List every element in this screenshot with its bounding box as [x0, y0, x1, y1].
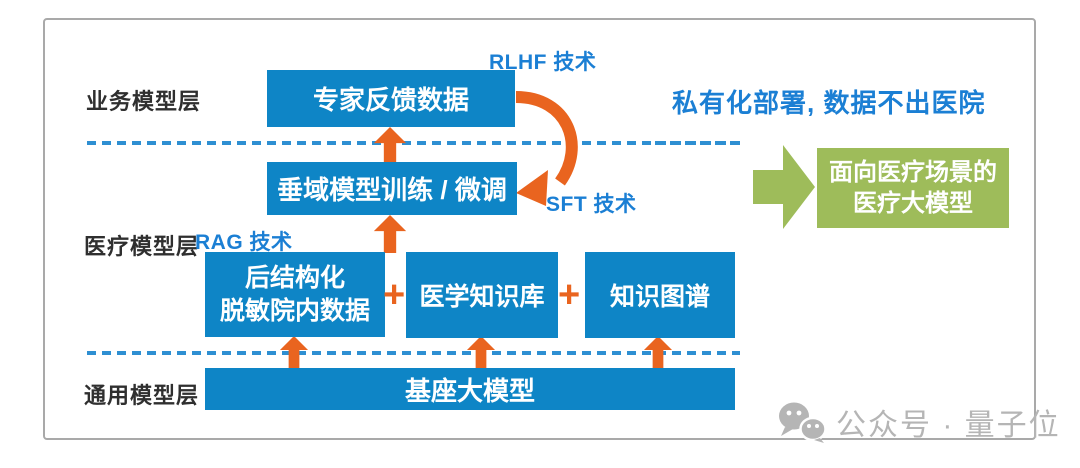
layer-label-medical: 医疗模型层 [84, 234, 200, 259]
green-right-arrow-icon [753, 145, 815, 229]
up-arrow-icon [466, 336, 496, 369]
watermark: 公众号 · 量子位 [778, 400, 1061, 444]
sft-label: SFT 技术 [546, 193, 637, 216]
plus-operator-1: + [383, 274, 406, 316]
up-arrow-icon [373, 127, 407, 165]
box-desensitized-hospital-data-line2: 脱敏院内数据 [219, 296, 370, 325]
rlhf-label: RLHF 技术 [489, 51, 597, 74]
box-medical-large-model-output: 面向医疗场景的 医疗大模型 [817, 148, 1009, 228]
layer-divider-bottom [87, 351, 740, 355]
up-arrow-icon [643, 336, 673, 369]
privatization-note: 私有化部署, 数据不出医院 [672, 88, 986, 118]
layer-divider-top [87, 141, 740, 145]
output-box-line1: 面向医疗场景的 [829, 158, 997, 186]
layer-divider-top-extension [655, 141, 740, 145]
box-expert-feedback-data: 专家反馈数据 [267, 70, 515, 127]
up-arrow-icon [279, 336, 309, 369]
up-arrow-icon [373, 215, 407, 253]
rag-label: RAG 技术 [195, 231, 293, 254]
box-medical-knowledge-base: 医学知识库 [406, 252, 558, 338]
curved-feedback-arrow-icon [515, 91, 578, 206]
output-box-line2: 医疗大模型 [853, 190, 973, 217]
layer-label-business: 业务模型层 [86, 89, 202, 114]
box-knowledge-graph: 知识图谱 [585, 252, 735, 338]
box-desensitized-hospital-data-line1: 后结构化 [244, 264, 345, 292]
plus-operator-2: + [558, 274, 581, 316]
layer-label-general: 通用模型层 [84, 383, 200, 408]
box-vertical-model-training: 垂域模型训练 / 微调 [267, 162, 517, 215]
box-desensitized-hospital-data: 后结构化 脱敏院内数据 [205, 252, 385, 337]
wechat-icon [779, 402, 827, 443]
box-base-large-model: 基座大模型 [205, 368, 735, 410]
watermark-text: 公众号 · 量子位 [836, 409, 1061, 442]
